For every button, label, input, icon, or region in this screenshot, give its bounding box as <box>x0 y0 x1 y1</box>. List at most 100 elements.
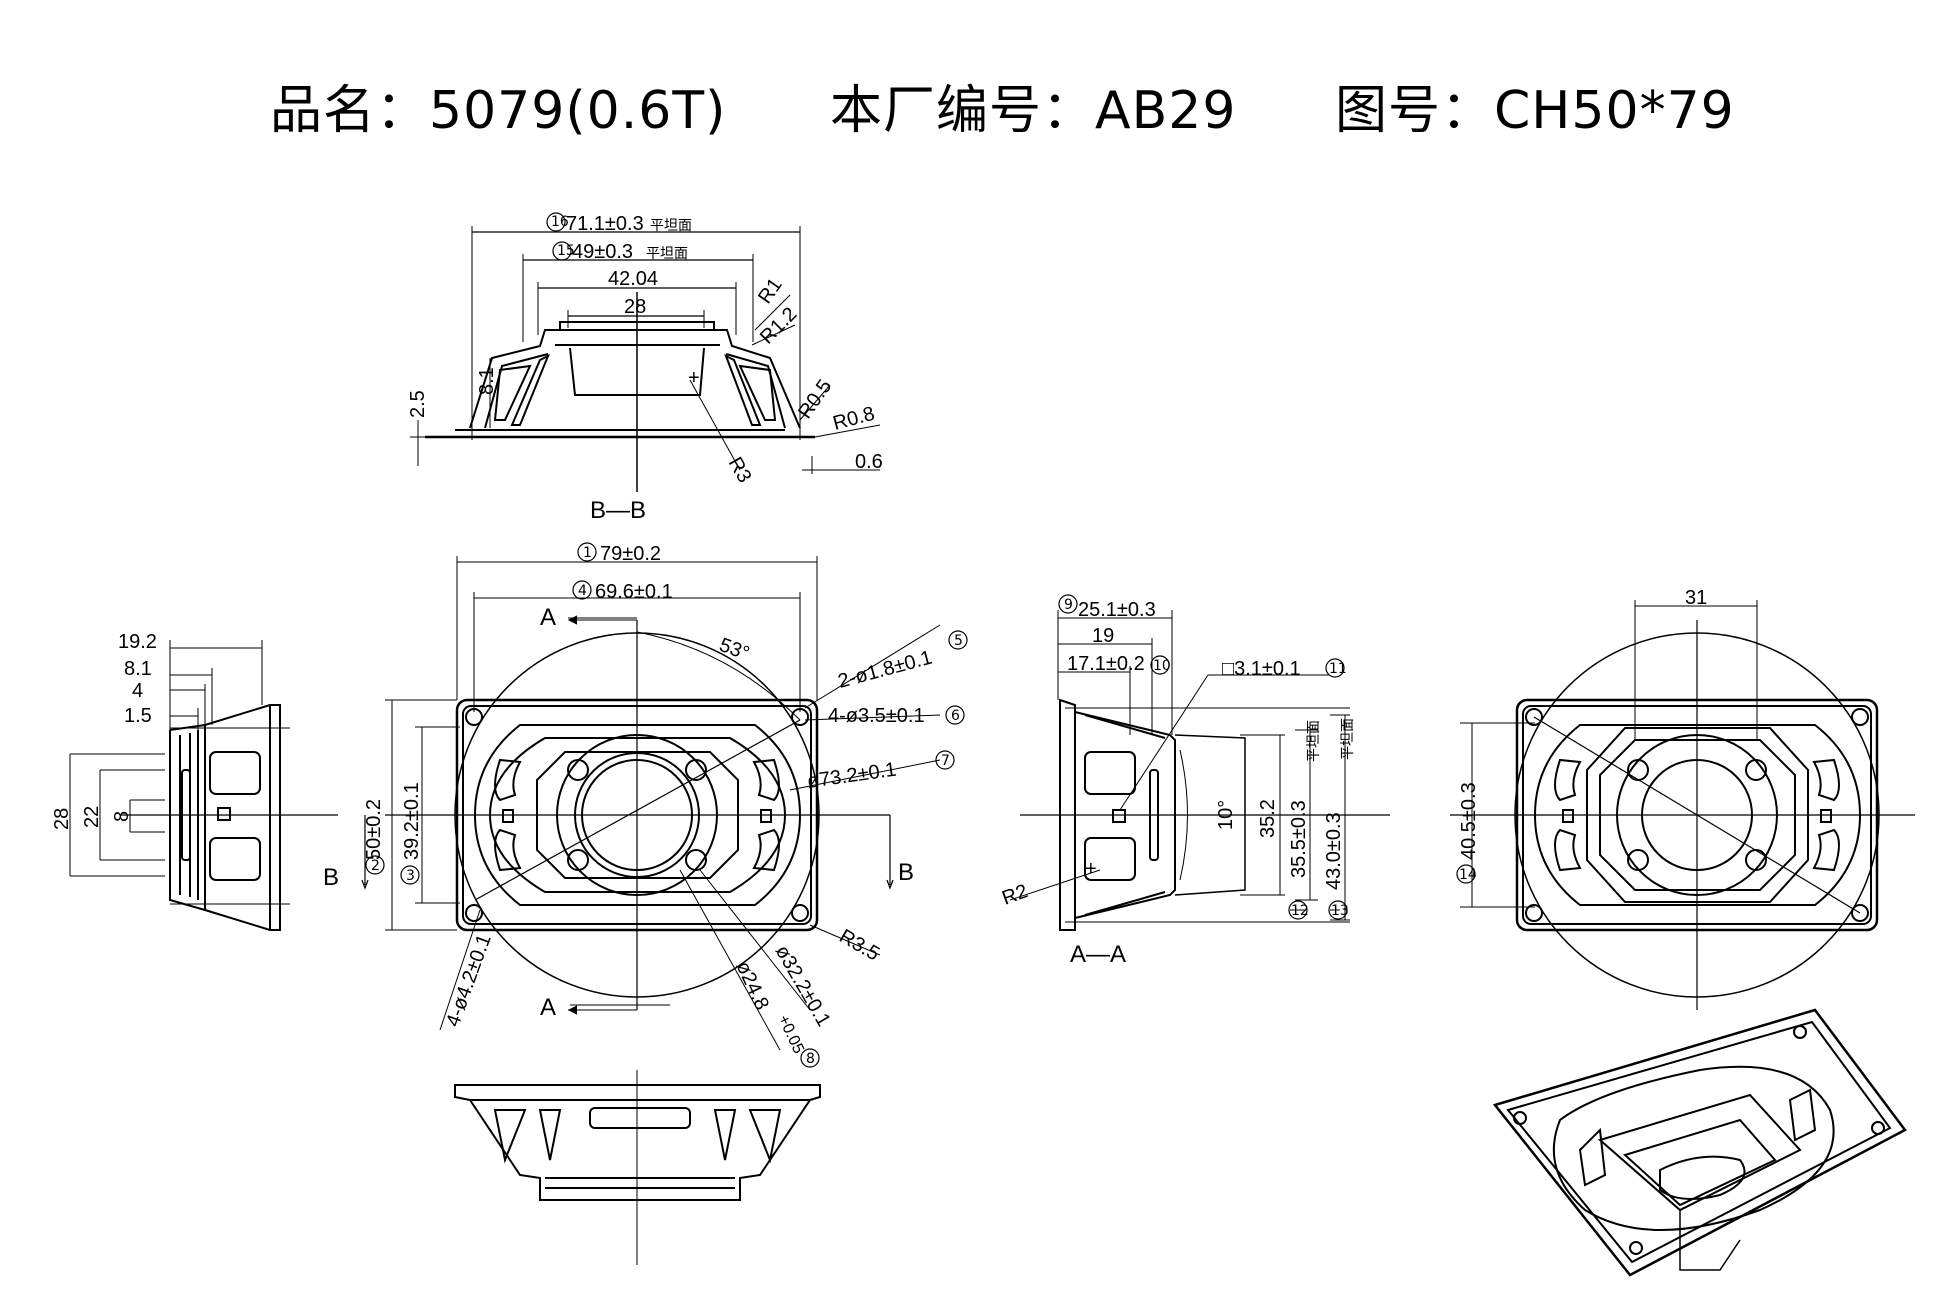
dim-31-text: 31 <box>1685 587 1707 609</box>
side-view <box>69 640 338 931</box>
dim-15-side-text: 1.5 <box>124 705 152 727</box>
dim-14-text: 40.5±0.3 <box>1458 782 1480 860</box>
callout-12 <box>1288 900 1308 920</box>
callout-1-number: 1 <box>583 545 592 561</box>
flat-face-note-16: 平坦面 <box>650 218 692 234</box>
callout-4-number: 4 <box>578 583 587 599</box>
flat-face-note-12: 平坦面 <box>1306 720 1322 762</box>
callout-16 <box>546 212 566 232</box>
callout-14-number: 14 <box>1459 867 1477 883</box>
section-b-left: B <box>323 864 339 891</box>
dim-12-text: 35.5±0.3 <box>1288 800 1310 878</box>
callout-13-number: 13 <box>1331 903 1349 919</box>
callout-13 <box>1328 900 1348 920</box>
dim-19-text: 19 <box>1092 625 1114 647</box>
callout-5-number: 5 <box>954 633 963 649</box>
dim-192-text: 19.2 <box>118 631 157 653</box>
dim-28-side-text: 28 <box>51 808 73 830</box>
dim-16-text: 71.1±0.3 <box>566 213 644 235</box>
callout-12-number: 12 <box>1291 903 1309 919</box>
r2-label: R2 <box>999 880 1031 909</box>
bottom-view <box>454 1070 821 1265</box>
callout-3 <box>400 865 420 885</box>
section-bb-label: B—B <box>590 497 646 524</box>
angle-10-text: 10° <box>1215 800 1237 830</box>
r12-label: R1.2 <box>756 303 801 348</box>
dim-15-text: 49±0.3 <box>572 241 633 263</box>
callout-15 <box>552 241 572 261</box>
dim-22-text: 22 <box>81 806 103 828</box>
dim-5-text: 2-ø1.8±0.1 <box>836 647 935 693</box>
r08-label: R0.8 <box>831 403 878 435</box>
dim-4-front-text: 69.6±0.1 <box>595 581 673 603</box>
dim-10-text: 17.1±0.2 <box>1067 653 1145 675</box>
holes-text: 4-ø4.2±0.1 <box>442 931 496 1029</box>
callout-14 <box>1456 864 1476 884</box>
dim-2-text: 50±0.2 <box>363 799 385 860</box>
front-view <box>361 556 941 1051</box>
callout-11 <box>1325 658 1345 678</box>
callout-8-number: 8 <box>806 1051 815 1067</box>
dim-3-text: 39.2±0.1 <box>401 782 423 860</box>
section-a-bottom: A <box>540 994 556 1021</box>
r3-label: R3 <box>724 454 756 487</box>
callout-2-number: 2 <box>371 858 380 874</box>
callout-3-number: 3 <box>406 868 415 884</box>
dim-81-text: 8.1 <box>124 658 152 680</box>
dim-7-text: ø73.2±0.1 <box>806 759 898 793</box>
callout-8 <box>800 1048 820 1068</box>
drawing-number-title: 图号：CH50*79 <box>1335 81 1735 141</box>
callout-10-number: 10 <box>1153 658 1171 674</box>
dim-42-text: 42.04 <box>608 268 658 290</box>
r35-label: R3.5 <box>836 925 884 965</box>
back-view <box>1450 600 1915 1010</box>
callout-10 <box>1150 655 1170 675</box>
dim-4-text: 4 <box>132 680 143 702</box>
dim-8-text: 8 <box>111 811 133 822</box>
dim-81-bb-text: 8.1 <box>476 367 498 395</box>
callout-15-number: 15 <box>557 243 575 259</box>
callout-16-number: 16 <box>551 214 569 230</box>
section-aa-view <box>1009 610 1390 931</box>
dim-1-text: 79±0.2 <box>600 543 661 565</box>
dim-8-tolerance: +0.05 <box>774 1013 807 1057</box>
callout-1 <box>577 542 597 562</box>
plus-mark-bb: + <box>688 367 700 389</box>
callout-7-number: 7 <box>941 753 950 769</box>
section-a-top: A <box>540 604 556 631</box>
dim-aa-9-text: 25.1±0.3 <box>1078 599 1156 621</box>
front-view-labels: 1 79±0.2 4 69.6±0.1 53° 2-ø1.8±0.1 5 4-ø… <box>323 542 968 1068</box>
dim-25-text: 2.5 <box>407 390 429 418</box>
plus-mark-aa: + <box>1085 858 1097 880</box>
product-name-title: 品名：5079(0.6T) <box>270 81 727 141</box>
callout-9 <box>1058 594 1078 614</box>
back-view-labels: 31 40.5±0.3 14 <box>1456 587 1707 884</box>
section-aa-labels: 9 25.1±0.3 19 17.1±0.2 10 □3.1±0.1 11 10… <box>999 594 1356 968</box>
callout-11-number: 11 <box>1329 661 1347 677</box>
dim-28-text: 28 <box>624 296 646 318</box>
flat-face-note-13: 平坦面 <box>1340 718 1356 760</box>
section-b-right: B <box>898 859 914 886</box>
callout-9-number: 9 <box>1064 597 1073 613</box>
angle-53-text: 53° <box>716 634 752 665</box>
dim-8-front-text: ø24.8 <box>731 958 773 1014</box>
dim-13-text: 43.0±0.3 <box>1323 812 1345 890</box>
callout-6-number: 6 <box>951 708 960 724</box>
callout-2 <box>365 855 385 875</box>
callout-6 <box>945 705 965 725</box>
callout-5 <box>948 630 968 650</box>
dim-11-text: □3.1±0.1 <box>1222 658 1301 680</box>
section-aa-label: A—A <box>1070 941 1126 968</box>
section-bb-view <box>410 226 881 492</box>
isometric-view <box>1492 1008 1907 1277</box>
dim-06-text: 0.6 <box>855 451 883 473</box>
dim-352-text: 35.2 <box>1257 799 1279 838</box>
dim-6-text: 4-ø3.5±0.1 <box>828 705 925 727</box>
side-view-labels: 19.2 8.1 4 1.5 28 22 8 <box>51 631 157 830</box>
callout-7 <box>935 750 955 770</box>
flat-face-note-15: 平坦面 <box>646 246 688 262</box>
callout-4 <box>572 580 592 600</box>
factory-number-title: 本厂编号：AB29 <box>830 81 1237 141</box>
